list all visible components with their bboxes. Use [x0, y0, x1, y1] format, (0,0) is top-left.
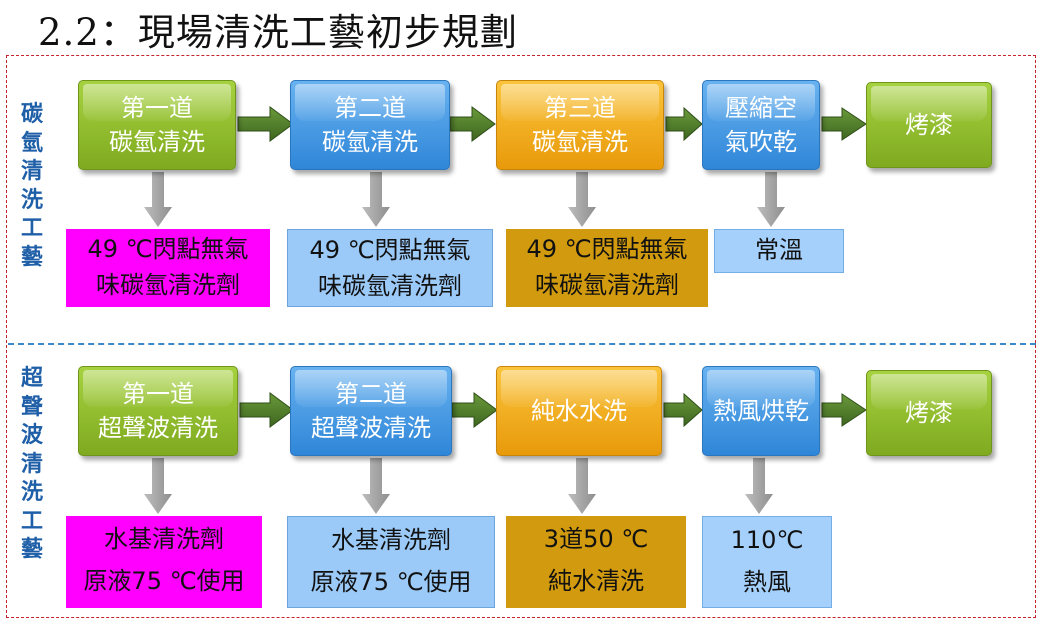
arrow-right-icon [451, 392, 498, 428]
note-box: 49 ℃閃點無氣味碳氫清洗劑 [287, 229, 493, 307]
dashed-frame [6, 55, 1036, 618]
step-box: 壓縮空氣吹乾 [702, 80, 820, 170]
note-box: 水基清洗劑原液75 ℃使用 [66, 516, 262, 608]
arrow-right-icon [237, 106, 294, 142]
arrow-right-icon [449, 106, 496, 142]
arrow-down-icon [568, 458, 596, 514]
arrow-down-icon [144, 172, 172, 227]
arrow-right-icon [239, 392, 294, 428]
section-label-ultrasonic: 超聲 波清 洗工 藝 [20, 365, 43, 562]
step-box: 烤漆 [866, 370, 992, 456]
arrow-down-icon [568, 172, 596, 227]
section-label-hydrocarbon: 碳氫 清洗 工藝 [20, 101, 43, 270]
arrow-down-icon [757, 172, 785, 227]
arrow-right-icon [821, 393, 867, 427]
page-title: 2.2：現場清洗工藝初步規劃 [38, 11, 518, 54]
step-box: 烤漆 [866, 82, 992, 168]
note-box: 49 ℃閃點無氣味碳氫清洗劑 [506, 229, 708, 307]
arrow-down-icon [745, 458, 773, 514]
note-box: 水基清洗劑原液75 ℃使用 [287, 516, 495, 608]
step-box: 純水水洗 [496, 366, 662, 456]
step-box: 熱風烘乾 [702, 366, 820, 456]
step-box: 第三道碳氫清洗 [496, 80, 664, 170]
step-box: 第二道碳氫清洗 [290, 80, 450, 170]
step-box: 第一道碳氫清洗 [78, 80, 236, 170]
arrow-down-icon [144, 458, 172, 514]
step-box: 第二道超聲波清洗 [290, 366, 452, 456]
arrow-down-icon [362, 172, 390, 227]
step-box: 第一道超聲波清洗 [78, 366, 238, 456]
note-box: 49 ℃閃點無氣味碳氫清洗劑 [66, 229, 270, 307]
section-divider [8, 343, 1036, 345]
arrow-down-icon [362, 458, 390, 514]
arrow-right-icon [663, 392, 703, 428]
arrow-right-icon [665, 106, 703, 142]
note-box: 常溫 [714, 229, 844, 273]
arrow-right-icon [821, 107, 867, 141]
